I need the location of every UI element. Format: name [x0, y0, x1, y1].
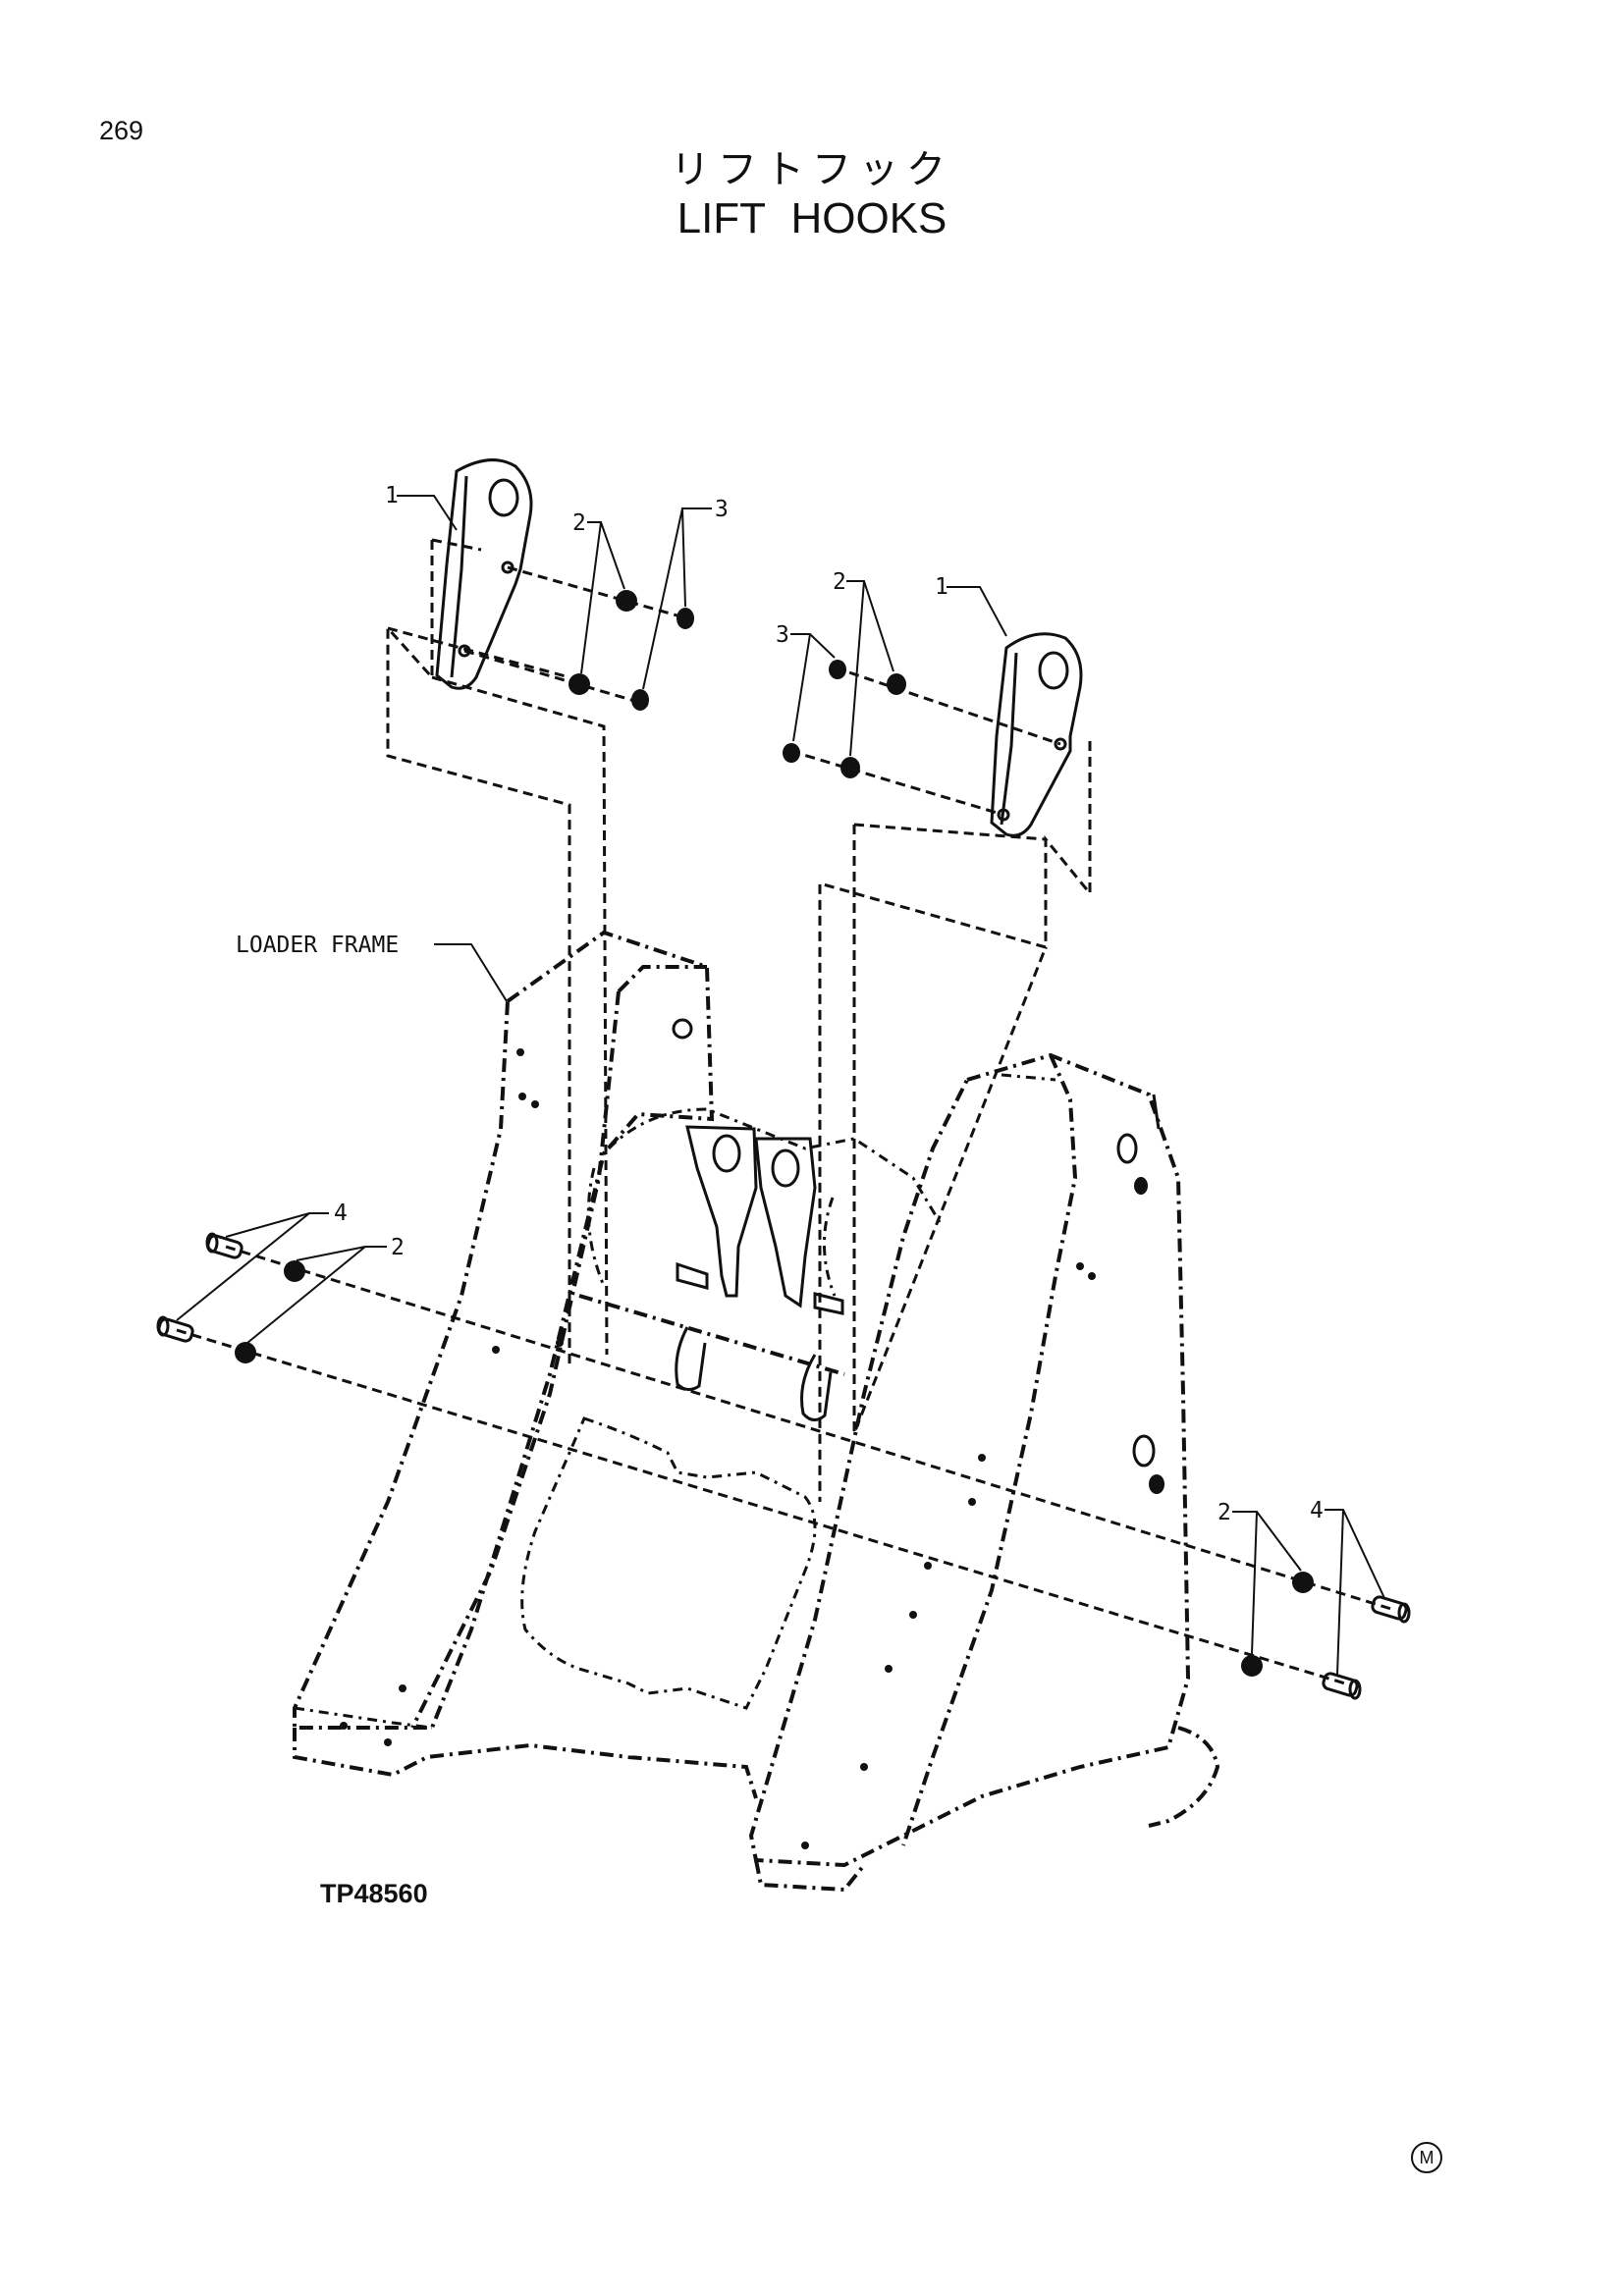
nut-top-right-upper [829, 660, 846, 679]
lift-hook-right [990, 632, 1083, 837]
callout-washer-right: 2 [1218, 1500, 1302, 1655]
callout-hook-left: 1 [385, 483, 458, 531]
svg-text:2: 2 [391, 1235, 405, 1260]
loader-frame-right-tower [748, 1052, 1220, 1893]
fastener-axis-top-left-lower [463, 649, 649, 707]
svg-text:3: 3 [715, 497, 729, 522]
svg-text:2: 2 [572, 510, 586, 536]
page-title-japanese: リフトフック [671, 147, 953, 192]
figure-code: TP48560 [320, 1879, 428, 1908]
washer-top-left-upper [616, 590, 637, 612]
svg-text:LOADER FRAME: LOADER FRAME [236, 933, 399, 958]
callout-hook-right: 1 [935, 574, 1007, 637]
fastener-axis-top-right-upper [834, 666, 1061, 746]
fastener-axis-bottom-lower [176, 1328, 1346, 1685]
bolt-bottom-left-lower [156, 1315, 194, 1343]
washer-top-left-lower [568, 673, 590, 695]
nut-top-left-lower [631, 689, 649, 711]
washer-bottom-left-upper [284, 1260, 305, 1282]
washer-bottom-left-lower [235, 1342, 256, 1363]
bolt-bottom-right-upper [1371, 1595, 1411, 1624]
loader-frame-left-tower [293, 930, 758, 1799]
page-number: 269 [99, 116, 144, 145]
callout-nut-top-left: 3 [642, 497, 729, 690]
loader-frame-centre [520, 1107, 945, 1710]
phantom-outline-left-inner [431, 675, 609, 1356]
phantom-outline-left [386, 538, 571, 1364]
svg-text:2: 2 [1218, 1500, 1231, 1525]
callout-washer-top-left: 2 [572, 510, 625, 674]
callout-bolt-left: 4 [176, 1201, 348, 1321]
corner-mark: M [1411, 2142, 1442, 2173]
svg-text:2: 2 [833, 569, 846, 595]
callout-bolt-right: 4 [1310, 1498, 1385, 1676]
callout-loader-frame: LOADER FRAME [236, 933, 508, 1002]
svg-text:3: 3 [776, 622, 789, 648]
fastener-axis-bottom-upper [225, 1245, 1395, 1612]
callout-washer-top-right: 2 [833, 569, 894, 757]
svg-text:4: 4 [1310, 1498, 1324, 1523]
svg-text:4: 4 [334, 1201, 348, 1226]
washer-bottom-right-lower [1241, 1655, 1263, 1677]
page-title: LIFT HOOKS [677, 194, 947, 242]
phantom-outline-right-inner [853, 823, 1047, 841]
nut-top-right-lower [783, 743, 800, 763]
washer-bottom-right-upper [1292, 1572, 1314, 1593]
phantom-outline-right [818, 741, 1092, 1502]
callout-nut-top-right: 3 [776, 622, 836, 742]
bolt-bottom-right-lower [1322, 1672, 1362, 1700]
fastener-axis-top-right-lower [789, 749, 1004, 817]
washer-top-right-upper [887, 673, 906, 695]
lift-hook-left [435, 458, 533, 690]
svg-text:1: 1 [935, 574, 948, 600]
washer-top-right-lower [840, 757, 860, 778]
nut-top-left-upper [677, 608, 694, 629]
svg-text:1: 1 [385, 483, 399, 508]
callout-washer-left: 2 [246, 1235, 405, 1344]
bolt-bottom-left-upper [205, 1232, 244, 1259]
